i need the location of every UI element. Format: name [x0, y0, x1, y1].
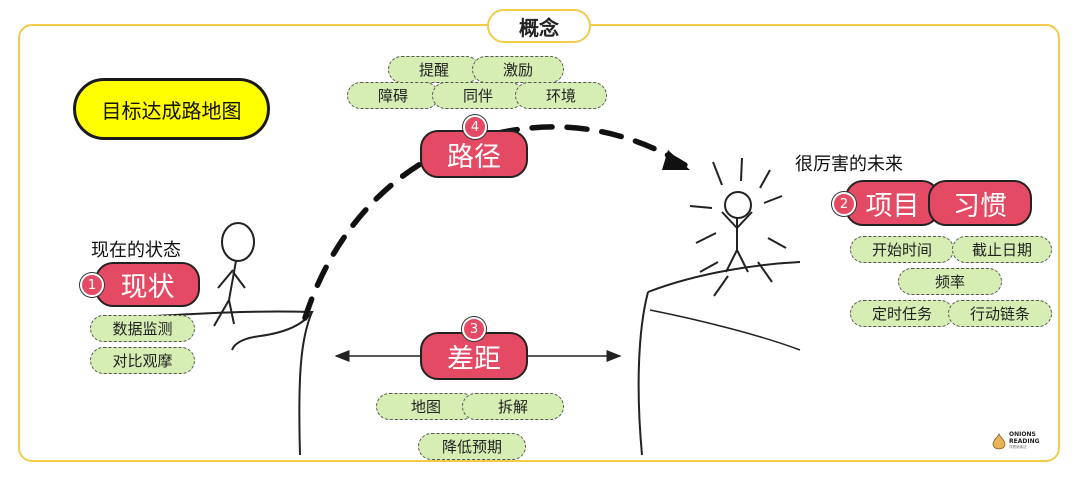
- right-cliff: [647, 261, 801, 293]
- future-state-caption: 很厉害的未来: [795, 154, 903, 175]
- logo-line-2: READING: [1009, 437, 1040, 445]
- path-label: 路径: [447, 141, 501, 173]
- habit-label: 习惯: [953, 190, 1007, 222]
- tag-frequency: 频率: [898, 268, 1002, 295]
- step-number-2: 2: [832, 192, 856, 216]
- tag-environment: 环境: [515, 82, 607, 109]
- tag-motivation: 激励: [472, 56, 564, 83]
- tag-map: 地图: [376, 393, 476, 420]
- stick-figure-current: [213, 222, 255, 327]
- current-state-caption: 现在的状态: [91, 240, 181, 261]
- tag-deadline: 截止日期: [952, 236, 1052, 263]
- tag-action-chain: 行动链条: [948, 300, 1052, 327]
- step-number-4: 4: [463, 115, 487, 139]
- tag-scheduled-task: 定时任务: [850, 300, 954, 327]
- tag-start-time: 开始时间: [850, 236, 954, 263]
- tag-comparison: 对比观摩: [90, 347, 195, 374]
- path-arrow-head: [662, 150, 690, 170]
- tag-peer: 同伴: [432, 82, 524, 109]
- tag-obstacle: 障碍: [347, 82, 439, 109]
- tag-breakdown: 拆解: [462, 393, 564, 420]
- left-cliff: [119, 310, 314, 351]
- tag-data-monitoring: 数据监测: [90, 315, 195, 342]
- habit-badge: 习惯: [928, 180, 1032, 226]
- step-number-3: 3: [462, 317, 486, 341]
- project-label: 项目: [865, 190, 920, 222]
- tag-lower-expectation: 降低预期: [418, 433, 526, 460]
- step-number-1: 1: [80, 273, 104, 297]
- goal-map-label: 目标达成路地图: [73, 78, 270, 140]
- glow-rays: [689, 157, 787, 297]
- logo-line-3: 洋葱阅读法: [1009, 445, 1027, 449]
- right-cliff-edge: [649, 309, 801, 351]
- current-state-badge: 现状: [95, 262, 200, 307]
- current-state-label: 现状: [120, 272, 175, 303]
- page-title: 概念: [487, 9, 591, 43]
- stick-figure-future: [721, 191, 753, 273]
- onion-icon: [992, 432, 1006, 450]
- right-cliff-wall: [637, 291, 649, 456]
- project-badge: 项目: [845, 180, 940, 226]
- onions-reading-logo: ONIONS READING 洋葱阅读法: [992, 428, 1046, 454]
- logo-line-1: ONIONS: [1009, 431, 1036, 438]
- tag-reminder: 提醒: [388, 56, 480, 83]
- left-cliff-wall: [298, 311, 313, 456]
- gap-label: 差距: [447, 343, 501, 375]
